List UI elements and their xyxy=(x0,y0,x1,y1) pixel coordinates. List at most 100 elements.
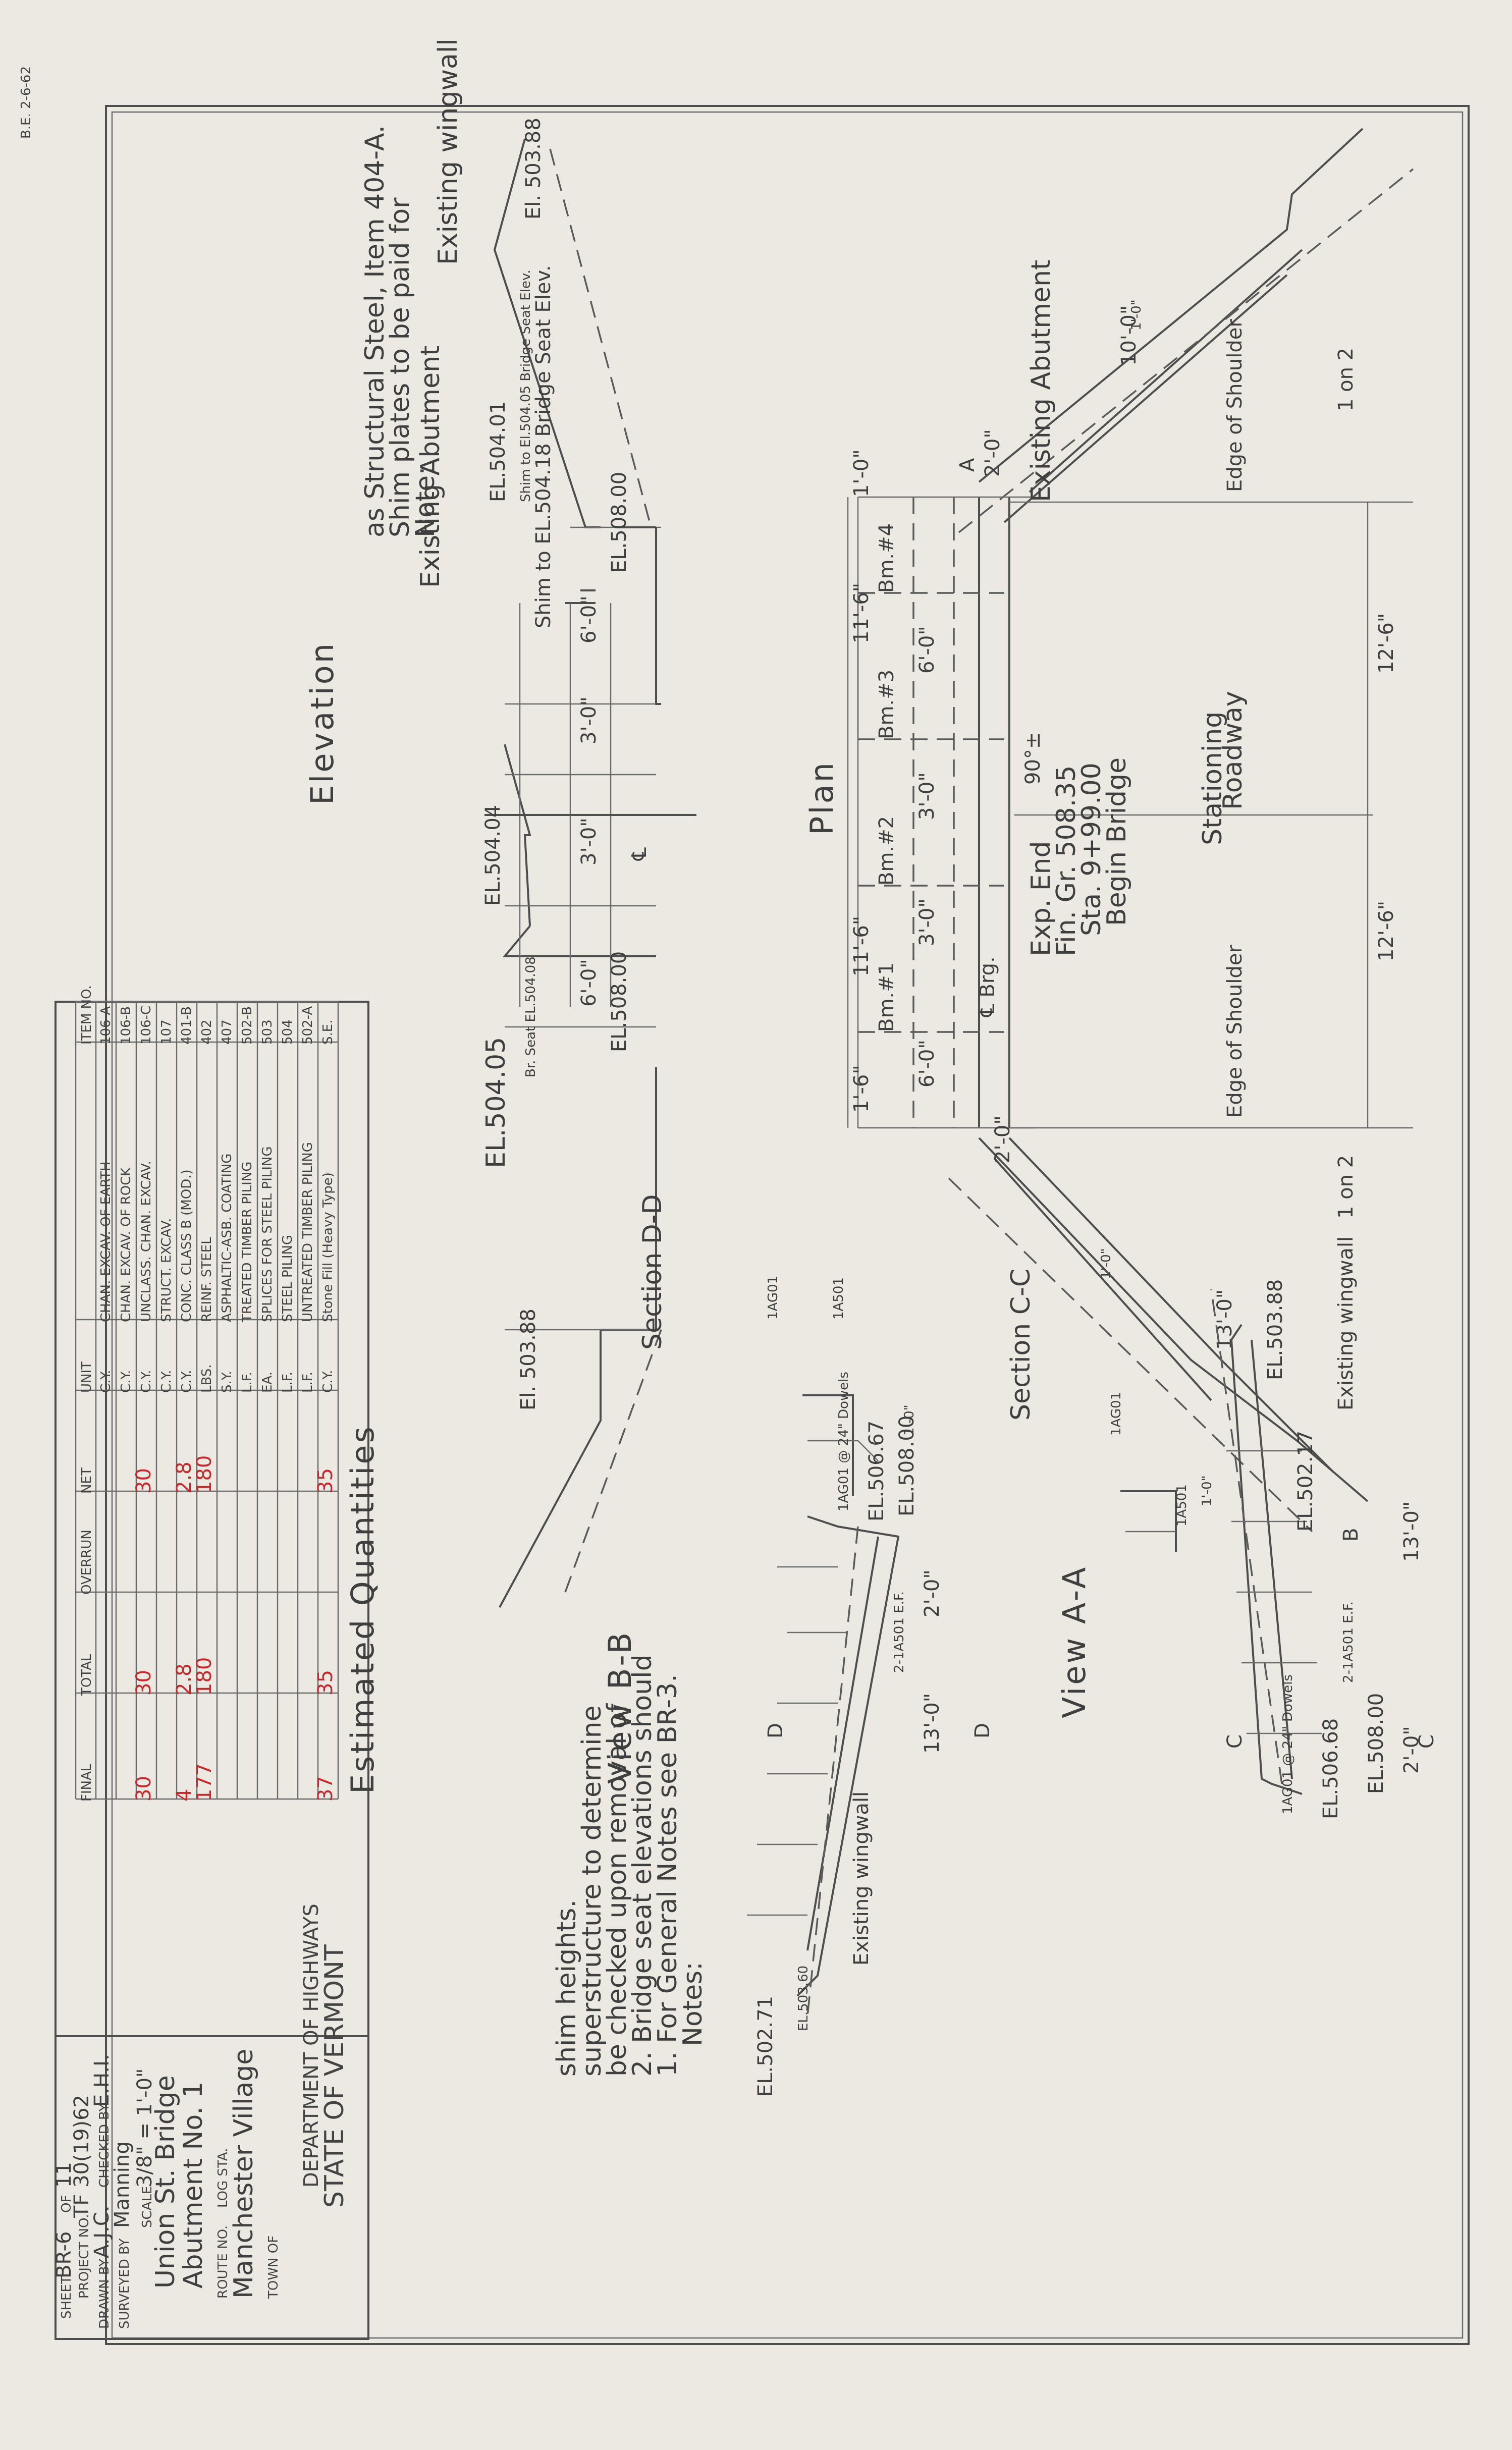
section-c-bar-2: 1A501 xyxy=(1174,1484,1190,1527)
title-scale: 3/8" = 1'-0" xyxy=(133,2068,156,2188)
plan-bm2: Bm.#2 xyxy=(875,816,898,886)
title-state: STATE OF VERMONT xyxy=(319,1944,350,2208)
view-bb-el-502: EL.502.71 xyxy=(754,1996,777,2097)
title-checked-label: CHECKED BY xyxy=(97,2104,112,2188)
quantities-cell-r5-c1: REINF. STEEL xyxy=(199,1237,214,1322)
quantities-header-6: FINAL xyxy=(79,1764,94,1802)
outer-border xyxy=(105,105,1470,2345)
section-d-bar-2: 1A501 xyxy=(831,1277,846,1320)
quantities-header-5: TOTAL xyxy=(79,1654,94,1696)
title-project: TF 30(19)62 xyxy=(70,2095,93,2218)
title-of: 11 xyxy=(52,2162,76,2188)
margin-stamp: B.E. 2-6-62 xyxy=(19,66,34,139)
quantities-cell-r2-c1: UNCLASS. CHAN. EXCAV. xyxy=(139,1161,154,1322)
elevation-el-508-right: EL.508.00 xyxy=(608,951,631,1052)
elevation-dim-2: 3'-0" xyxy=(577,696,601,744)
elevation-left-seat xyxy=(655,527,661,705)
quantities-header-3: NET xyxy=(79,1467,94,1494)
view-bb-dowels: 1AG01 @ 24" Dowels xyxy=(836,1372,851,1511)
elevation-el-left-top: El. 503.88 xyxy=(522,118,545,220)
elevation-el-504-05: EL.504.05 xyxy=(481,1037,511,1168)
quantities-cell-r3-c0: 107 xyxy=(159,1019,174,1045)
quantities-cell-r7-c0: 502-B xyxy=(240,1006,255,1045)
elevation-dim-3: 3'-0" xyxy=(577,818,601,865)
title-sheet: BR-6 xyxy=(52,2231,76,2279)
quantities-cell-r5-c6: 177 xyxy=(193,1763,216,1802)
quantities-cell-r10-c2: L.F. xyxy=(300,1372,315,1393)
plan-dim-right-top: 12'-6" xyxy=(1375,613,1398,674)
quantities-cell-r4-c2: C.Y. xyxy=(179,1370,194,1393)
view-aa-existing: Existing wingwall xyxy=(1334,1236,1358,1410)
quantities-cell-r4-c3: 2.8 xyxy=(173,1461,196,1494)
plan-beam-dim-3: 3'-0" xyxy=(915,898,939,946)
plan-one-on-two-top: 1 on 2 xyxy=(1334,348,1358,411)
elevation-dim-4: 6'-0" xyxy=(577,959,601,1007)
plan-wing-top-w1: 2'-0" xyxy=(981,429,1004,477)
quantities-cell-r11-c6: 37 xyxy=(314,1776,337,1802)
elevation-title: Elevation xyxy=(304,641,341,805)
title-surveyed: Manning xyxy=(111,2141,134,2228)
elevation-existing-abutment: Existing Abutment xyxy=(415,346,446,588)
quantities-cell-r4-c5: 2.8 xyxy=(173,1663,196,1696)
plan-wing-bottom-len: 13'-0" xyxy=(1213,1289,1236,1350)
plan-beam-dim-4: 6'-0" xyxy=(915,1040,939,1087)
quantities-cell-r8-c1: SPLICES FOR STEEL PILING xyxy=(260,1146,275,1322)
plan-wing-top-w2: 1'-0" xyxy=(1129,299,1144,331)
quantities-title: Estimated Quantities xyxy=(344,1425,381,1794)
quantities-cell-r3-c2: C.Y. xyxy=(159,1370,174,1393)
view-aa-dim-1: 13'-0" xyxy=(1400,1501,1423,1562)
title-sheet-label: SHEET xyxy=(59,2276,74,2319)
elevation-el-right-bottom: El. 503.88 xyxy=(517,1309,540,1410)
view-bb-dim-1: 2'-0" xyxy=(921,1569,944,1617)
section-d: 1AG01 1A501 1'-0" Section D-D xyxy=(637,1194,917,1496)
quantities-cell-r0-c0: 106-A xyxy=(98,1006,114,1045)
quantities-cell-r1-c2: C.Y. xyxy=(119,1370,134,1393)
notes-2b: be checked upon removal of xyxy=(602,1703,632,2077)
quantities-header-2: UNIT xyxy=(79,1362,94,1393)
elevation-existing-wingwall: Existing wingwall xyxy=(433,38,463,265)
quantities-cell-r2-c0: 106-C xyxy=(139,1006,154,1045)
quantities-cell-r1-c1: CHAN. EXCAV. OF ROCK xyxy=(119,1167,134,1322)
view-aa: EL.502.17 EL.503.88 Existing wingwall 2-… xyxy=(1056,1236,1438,1819)
quantities-cell-r8-c0: 503 xyxy=(260,1019,275,1045)
section-d-dim: 1'-0" xyxy=(902,1404,917,1436)
elevation-shim-small: Shim to El.504.05 Bridge Seat Elev. xyxy=(518,269,533,502)
title-town: Manchester Village xyxy=(229,2049,259,2299)
quantities-header-0: ITEM NO. xyxy=(79,985,94,1045)
view-aa-title: View A-A xyxy=(1056,1565,1093,1718)
title-line-1: Abutment No. 1 xyxy=(178,2082,208,2289)
notes-1: 1. For General Notes see BR-3. xyxy=(653,1674,683,2077)
elevation-note-line-1: Shim plates to be paid for xyxy=(385,197,415,537)
quantities-cell-r11-c1: Stone Fill (Heavy Type) xyxy=(320,1172,336,1322)
quantities-cell-r10-c1: UNTREATED TIMBER PILING xyxy=(300,1142,315,1322)
view-bb-el-506: EL.506.67 xyxy=(865,1421,888,1521)
quantities-cell-r4-c6: 4 xyxy=(173,1789,196,1802)
title-of-label: OF xyxy=(59,2195,74,2213)
quantities-cell-r10-c0: 502-A xyxy=(300,1006,315,1045)
plan-view: Bm.#4 Bm.#3 Bm.#2 Bm.#1 6'-0" 3'-0" 3'-0… xyxy=(803,128,1414,1542)
quantities-cell-r6-c2: S.Y. xyxy=(220,1371,235,1393)
quantities-cell-r4-c0: 401-B xyxy=(179,1006,194,1045)
quantities-cell-r5-c3: 180 xyxy=(193,1455,216,1494)
quantities-table: Estimated Quantities ITEM NO.UNITNETOVER… xyxy=(55,985,381,2037)
elevation-center-seat xyxy=(504,744,531,927)
quantities-cell-r11-c0: S.E. xyxy=(320,1020,336,1045)
title-town-label: TOWN OF xyxy=(266,2236,281,2299)
plan-dim-left-mid-2: 11'-6" xyxy=(850,916,873,976)
plan-sta: Sta. 9+99.00 xyxy=(1076,763,1107,936)
quantities-cell-r2-c6: 30 xyxy=(132,1776,155,1802)
view-aa-bars: 2-1A501 E.F. xyxy=(1341,1601,1356,1683)
view-aa-outline xyxy=(1230,1324,1303,1795)
title-dept: DEPARTMENT OF HIGHWAYS xyxy=(300,1903,323,2188)
title-checked: E.H.I. xyxy=(90,2054,114,2107)
plan-beams xyxy=(857,592,1004,1033)
quantities-cell-r0-c1: CHAN. EXCAV. OF EARTH xyxy=(98,1161,114,1322)
plan-brg: ℄ Brg. xyxy=(976,956,999,1017)
plan-bm3: Bm.#3 xyxy=(875,670,898,739)
elevation-el-508-left: EL.508.00 xyxy=(608,472,631,573)
plan-title: Plan xyxy=(803,760,840,835)
plan-dim-right-bottom: 12'-6" xyxy=(1375,901,1398,961)
title-route-label: ROUTE NO. xyxy=(215,2225,231,2299)
plan-wing-bottom-w2: 1'-0" xyxy=(1099,1248,1114,1279)
elevation-centerline: ℄ xyxy=(628,847,651,861)
